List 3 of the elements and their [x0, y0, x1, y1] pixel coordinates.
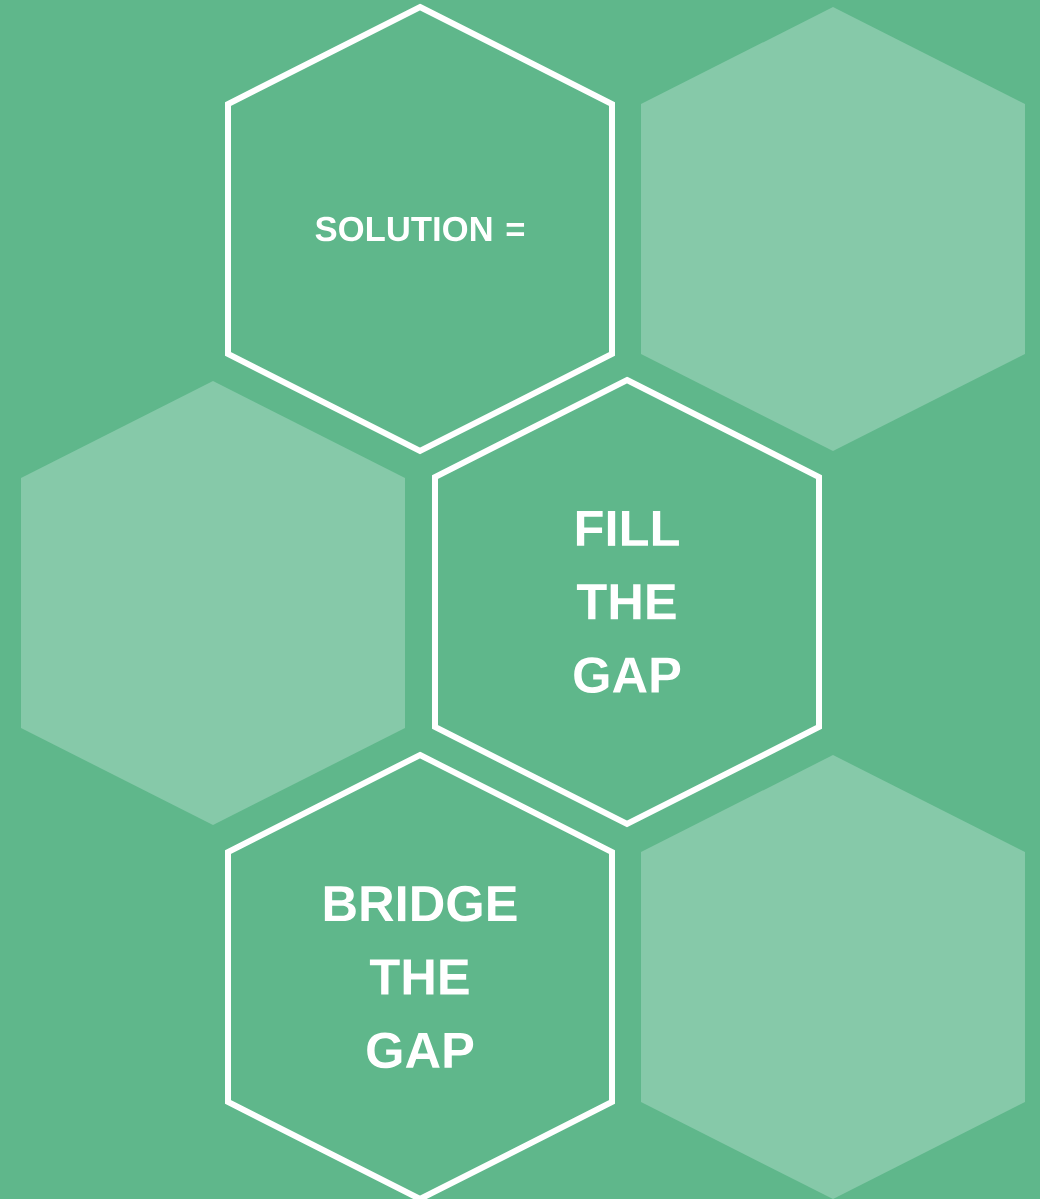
hexagon — [21, 381, 405, 825]
hexagon — [641, 7, 1025, 451]
hexagon — [641, 755, 1025, 1199]
